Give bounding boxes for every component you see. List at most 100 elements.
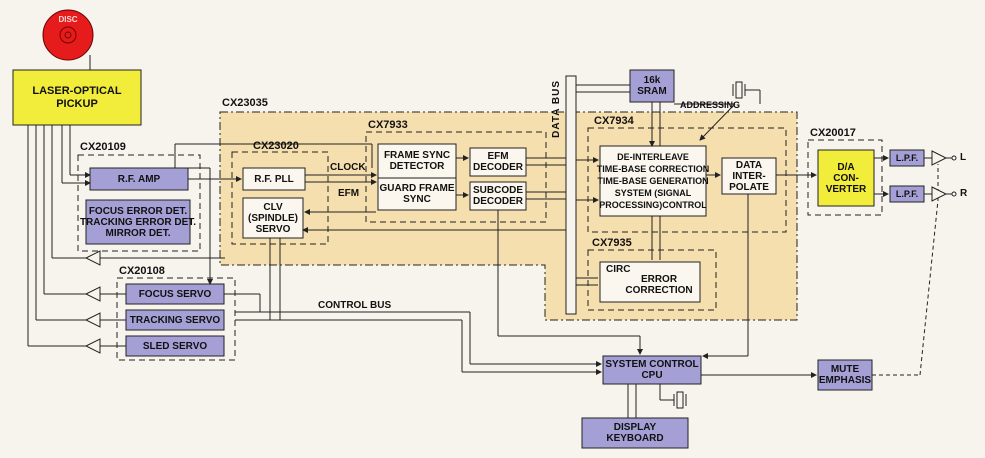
output-amp-triangles xyxy=(931,150,948,202)
frame-sync-label: FRAME SYNC DETECTOR xyxy=(378,146,456,176)
cx20017-label: CX20017 xyxy=(810,127,856,139)
deinterleave-label: DE-INTERLEAVE TIME-BASE CORRECTION TIME-… xyxy=(597,146,710,216)
efm-decoder-line-1: EFM xyxy=(487,151,509,162)
out-l-terminal-icon xyxy=(951,155,957,161)
display-line-2: KEYBOARD xyxy=(606,433,664,444)
out-l-label: L xyxy=(960,152,967,163)
da-line-3: VERTER xyxy=(825,183,867,195)
pickup-output-lines xyxy=(27,125,91,347)
clv-servo-label: CLV (SPINDLE) SERVO xyxy=(243,198,303,238)
error-det-label: FOCUS ERROR DET. TRACKING ERROR DET. MIR… xyxy=(80,200,196,244)
cx7933-outline xyxy=(365,131,547,223)
interpolate-line-1: DATA xyxy=(735,159,763,171)
servo-to-driver-lines xyxy=(100,257,225,347)
system-control-label: SYSTEM CONTROL CPU xyxy=(603,356,701,384)
data-interpolate-label: DATA INTER- POLATE xyxy=(722,158,776,194)
sys-line-1: SYSTEM CONTROL xyxy=(605,359,699,370)
rf-pll-label: R.F. PLL xyxy=(254,173,294,185)
efm-decoder-label: EFM DECODER xyxy=(470,148,526,176)
cx20017-outline xyxy=(807,139,883,216)
rf-pll-block xyxy=(242,167,306,191)
cx20109-outline xyxy=(77,154,201,252)
subcode-line-1: SUBCODE xyxy=(472,185,523,196)
disc-hub-icon xyxy=(59,26,77,44)
subcode-line-2: DECODER xyxy=(472,196,523,207)
system-control-block xyxy=(602,355,702,385)
lpf-r-label: L.P.F. xyxy=(895,188,919,199)
cx20109-label: CX20109 xyxy=(80,141,126,153)
display-line-1: DISPLAY xyxy=(613,422,657,433)
error-det-block xyxy=(85,199,191,245)
focus-servo-label: FOCUS SERVO xyxy=(138,288,212,300)
addressing-label: ADDRESSING xyxy=(680,100,741,110)
cx23020-label: CX23020 xyxy=(253,140,299,152)
tracking-servo-block xyxy=(125,309,225,331)
da-line-2: CON- xyxy=(833,172,859,184)
display-keyboard-block xyxy=(581,417,689,449)
cx7934-outline xyxy=(587,127,787,233)
frame-sync-line-1: FRAME SYNC xyxy=(383,150,451,161)
frame-sync-line-2: DETECTOR xyxy=(389,161,445,172)
cx7934-label: CX7934 xyxy=(594,115,634,127)
deinterleave-line-5: PROCESSING)CONTROL xyxy=(599,200,707,210)
error-det-line-3: MIRROR DET. xyxy=(105,227,171,239)
error-correction-label: ERROR CORRECTION xyxy=(618,272,700,298)
signal-lines xyxy=(174,84,952,418)
deinterleave-block xyxy=(599,145,707,217)
sram-label: 16k SRAM xyxy=(630,70,674,102)
clv-line-2: (SPINDLE) xyxy=(248,212,298,224)
deinterleave-line-2: TIME-BASE CORRECTION xyxy=(596,164,710,174)
out-r-label: R xyxy=(960,188,968,199)
error-det-line-2: TRACKING ERROR DET. xyxy=(79,216,197,228)
sys-line-2: CPU xyxy=(641,370,663,381)
subcode-decoder-label: SUBCODE DECODER xyxy=(470,182,526,210)
out-r-terminal-icon xyxy=(951,191,957,197)
clv-line-3: SERVO xyxy=(255,223,291,235)
error-det-line-1: FOCUS ERROR DET. xyxy=(88,205,188,217)
mute-line xyxy=(872,164,939,376)
lpf-l-label: L.P.F. xyxy=(895,152,919,163)
data-bus-label: DATA BUS xyxy=(551,80,562,138)
laser-pickup-block xyxy=(12,69,142,126)
laser-pickup-label: LASER-OPTICAL PICKUP xyxy=(32,85,122,110)
clv-line-1: CLV xyxy=(263,201,283,213)
efm-decoder-line-2: DECODER xyxy=(472,162,523,173)
sled-servo-label: SLED SERVO xyxy=(142,340,208,352)
frame-sync-block xyxy=(377,143,457,211)
deinterleave-line-4: SYSTEM (SIGNAL xyxy=(614,188,692,198)
disc-hole-icon xyxy=(64,31,72,39)
control-bus-label: CONTROL BUS xyxy=(318,300,392,311)
driver-triangles xyxy=(84,250,101,354)
data-interpolate-block xyxy=(721,157,777,195)
interpolate-line-3: POLATE xyxy=(729,181,769,193)
deinterleave-line-1: DE-INTERLEAVE xyxy=(617,152,689,162)
cx23035-region xyxy=(219,111,798,321)
crystal-icons xyxy=(673,81,746,409)
guard-frame-label: GUARD FRAME SYNC xyxy=(378,180,456,208)
interpolate-line-2: INTER- xyxy=(732,170,766,182)
ec-line-1: ERROR xyxy=(640,274,678,285)
rf-amp-label: R.F. AMP xyxy=(117,173,161,185)
guard-frame-line-2: SYNC xyxy=(403,194,431,205)
sram-block xyxy=(629,69,675,103)
ec-line-2: CORRECTION xyxy=(625,285,693,296)
error-correction-block xyxy=(599,261,701,303)
display-keyboard-label: DISPLAY KEYBOARD xyxy=(582,418,688,448)
sram-line-2: SRAM xyxy=(637,86,667,97)
cx7935-label: CX7935 xyxy=(592,237,632,249)
circ-label: CIRC xyxy=(606,264,631,275)
cx20108-label: CX20108 xyxy=(119,265,165,277)
efm-signal-label: EFM xyxy=(338,188,360,199)
disc-label: DISC xyxy=(58,15,78,24)
clock-signal-label: CLOCK xyxy=(330,162,366,173)
disc-icon xyxy=(42,9,94,61)
guard-frame-line-1: GUARD FRAME xyxy=(379,183,455,194)
sled-servo-block xyxy=(125,335,225,357)
da-converter-block xyxy=(817,149,875,207)
tracking-servo-label: TRACKING SERVO xyxy=(129,314,221,326)
da-converter-label: D/A CON- VERTER xyxy=(818,150,874,206)
efm-decoder-block xyxy=(469,147,527,177)
sram-line-1: 16k xyxy=(643,75,661,86)
mute-line-1: MUTE xyxy=(830,364,860,375)
